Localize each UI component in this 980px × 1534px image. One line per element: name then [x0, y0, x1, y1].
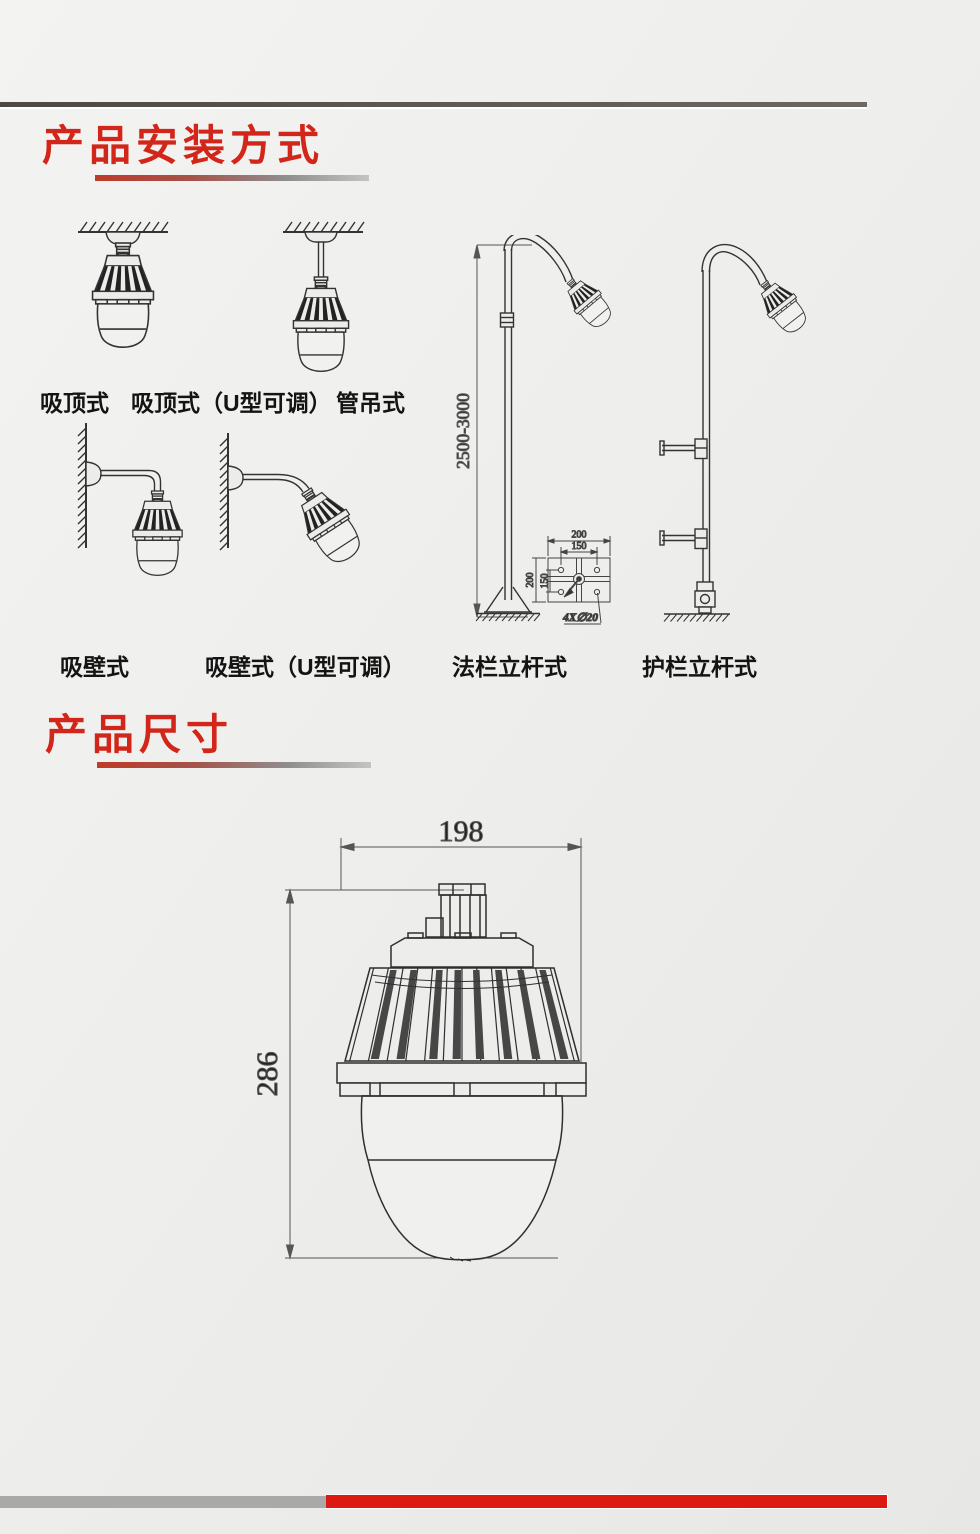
section-title-size-underline [97, 762, 371, 768]
guardrail-bar-upper [659, 438, 708, 460]
label-ceiling-mount-u: 吸顶式（U型可调） [131, 390, 332, 416]
label-pipe-mount: 管吊式 [336, 390, 405, 416]
wall-mount-fixed-drawing [77, 423, 183, 576]
flange-hole-spec-label: 4X∅20 [562, 612, 598, 624]
lamp-width-dimension: 198 [439, 815, 484, 848]
footer-red-bar [326, 1494, 888, 1509]
product-dimension-drawing: 198 286 [251, 815, 587, 1262]
flange-outer-height-dim: 200 [525, 573, 536, 588]
flange-hole-height-dim: 150 [540, 574, 551, 589]
section-title-install: 产品安装方式 [42, 122, 325, 169]
ceiling-mount-drawings [78, 221, 365, 373]
ceiling-mount-pipe-drawing [283, 221, 365, 373]
lamp-body-drawing [336, 883, 587, 1262]
dimension-lines: 198 286 [251, 815, 583, 1260]
wall-mount-adjustable-drawing [219, 433, 370, 571]
section-title-size: 产品尺寸 [45, 711, 234, 758]
section-title-install-underline [95, 175, 369, 181]
label-ceiling-mount: 吸顶式 [40, 390, 109, 416]
flange-plate-detail: 200 150 200 150 4X∅20 [525, 529, 612, 625]
guardrail-pole-drawing [659, 243, 814, 622]
label-wall-mount-u: 吸壁式（U型可调） [205, 654, 406, 680]
guardrail-bar-lower [659, 528, 708, 550]
pole-height-dimension: 2500-3000 [453, 393, 473, 469]
footer-gray-bar [0, 1496, 326, 1508]
label-flange-pole: 法栏立杆式 [452, 654, 567, 680]
lamp-height-dimension: 286 [251, 1052, 284, 1097]
flange-outer-width-dim: 200 [572, 530, 587, 541]
flange-pole-drawing: 2500-3000 [453, 235, 618, 625]
top-divider-rule [0, 102, 867, 109]
flange-hole-width-dim: 150 [572, 541, 587, 552]
ceiling-mount-fixed-drawing [78, 221, 169, 348]
label-guardrail-pole: 护栏立杆式 [642, 654, 757, 680]
label-wall-mount: 吸壁式 [60, 654, 129, 680]
